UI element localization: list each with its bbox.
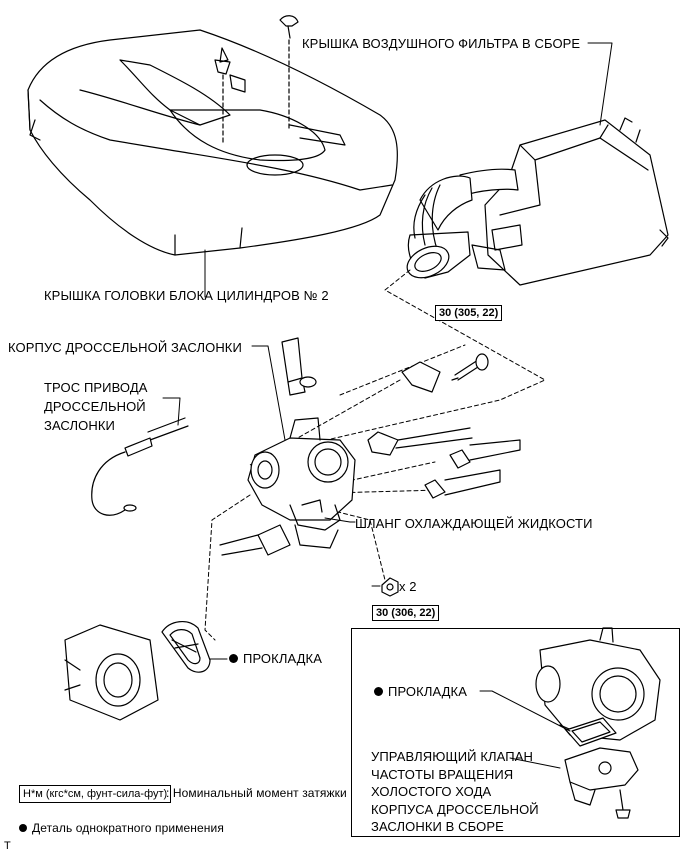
inset-throttle-drawing bbox=[535, 627, 661, 819]
throttle-cable-label: ТРОС ПРИВОДА ДРОССЕЛЬНОЙ ЗАСЛОНКИ bbox=[44, 380, 148, 433]
nut-drawing bbox=[381, 577, 399, 597]
non-reusable-bullet-icon bbox=[19, 824, 27, 832]
throttle-body-drawing bbox=[247, 417, 356, 549]
head-cover-label: КРЫШКА ГОЛОВКИ БЛОКА ЦИЛИНДРОВ № 2 bbox=[44, 288, 329, 303]
non-reusable-bullet-icon bbox=[229, 654, 238, 663]
intake-manifold-drawing bbox=[64, 624, 159, 721]
gasket-label: ПРОКЛАДКА bbox=[229, 650, 322, 667]
air-cleaner-cap-label: КРЫШКА ВОЗДУШНОГО ФИЛЬТРА В СБОРЕ bbox=[302, 36, 581, 51]
bolt-drawing bbox=[451, 353, 489, 381]
leader-lines bbox=[162, 42, 613, 769]
torque-legend-description: : Номинальный момент затяжки bbox=[166, 786, 347, 800]
clip-drawings bbox=[214, 15, 299, 146]
gasket-label-text: ПРОКЛАДКА bbox=[243, 651, 322, 666]
throttle-body-label: КОРПУС ДРОССЕЛЬНОЙ ЗАСЛОНКИ bbox=[8, 340, 242, 355]
sensor-connector-drawings bbox=[219, 361, 521, 556]
non-reusable-bullet-icon bbox=[374, 687, 383, 696]
coolant-hose-label: ШЛАНГ ОХЛАЖДАЮЩЕЙ ЖИДКОСТИ bbox=[355, 516, 593, 531]
isc-valve-label: УПРАВЛЯЮЩИЙ КЛАПАН ЧАСТОТЫ ВРАЩЕНИЯ ХОЛО… bbox=[371, 749, 539, 834]
torque-units-legend: Н*м (кгс*см, фунт-сила-фут) bbox=[19, 785, 172, 803]
nut-quantity: x 2 bbox=[399, 579, 417, 594]
non-reusable-legend-text: Деталь однократного применения bbox=[32, 821, 224, 835]
nut-torque-spec: 30 (306, 22) bbox=[372, 605, 440, 621]
head-cover-drawing bbox=[27, 29, 398, 256]
air-cleaner-drawing bbox=[406, 117, 669, 286]
non-reusable-legend: Деталь однократного применения bbox=[19, 820, 224, 837]
inset-gasket-label: ПРОКЛАДКА bbox=[374, 683, 467, 700]
corner-code: T bbox=[4, 840, 11, 852]
gasket-drawing bbox=[161, 621, 211, 673]
inset-gasket-label-text: ПРОКЛАДКА bbox=[388, 684, 467, 699]
inset-panel bbox=[351, 628, 680, 837]
intake-pipe-drawing bbox=[281, 337, 317, 396]
bolt-torque-spec: 30 (305, 22) bbox=[435, 305, 503, 321]
throttle-cable-drawing bbox=[91, 417, 189, 516]
